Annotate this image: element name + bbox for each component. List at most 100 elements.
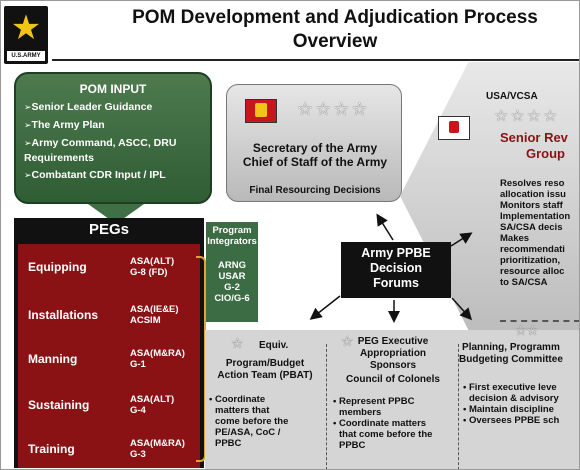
peg-owner-2: G-4	[130, 405, 146, 416]
pbat-bullets: • Coordinate matters that come before th…	[209, 394, 288, 449]
pbat-line: PPBC	[215, 438, 242, 449]
peg-exec-heading-4: Council of Colonels	[346, 374, 440, 385]
peg-exec-line: • Represent PPBC	[333, 396, 415, 407]
logo-caption: U.S.ARMY	[7, 51, 45, 61]
peg-owner-1: ASA(ALT)	[130, 256, 175, 267]
one-star-icon: ☆	[231, 336, 244, 352]
srg-heading-1: Senior Rev	[500, 130, 568, 145]
header-divider	[52, 59, 580, 61]
forums-panel: ☆ Equiv. Program/Budget Action Team (PBA…	[205, 324, 580, 470]
pi-heading-2: Integrators	[207, 236, 257, 247]
program-integrators-heading: Program Integrators	[206, 225, 258, 247]
pom-input-item: Army Command, ASCC, DRU Requirements	[24, 136, 210, 165]
peg-exec-line: that come before the	[339, 429, 433, 440]
pbat-tag: Equiv.	[259, 340, 289, 351]
peg-row-sustaining: Sustaining ASA(ALT) G-4	[18, 386, 200, 426]
pom-input-box: POM INPUT Senior Leader Guidance The Arm…	[14, 72, 212, 204]
peg-owner-1: ASA(ALT)	[130, 394, 175, 405]
pi-member: CIO/G-6	[214, 293, 250, 304]
pom-input-item: Combatant CDR Input / IPL	[24, 168, 210, 183]
ppbc-line: • Oversees PPBE sch	[463, 415, 560, 426]
pbat-line: matters that	[215, 405, 270, 416]
pi-member: USAR	[218, 271, 246, 282]
pbat-line: PE/ASA, CoC /	[215, 427, 281, 438]
pegs-heading: PEGs	[88, 221, 130, 238]
peg-owner-1: ASA(IE&E)	[130, 304, 179, 315]
peg-exec-heading-2: Appropriation	[359, 348, 427, 359]
srg-line: to SA/CSA	[500, 277, 548, 288]
peg-exec-heading: PEG Executive Appropriation Sponsors Cou…	[329, 336, 457, 386]
peg-exec-line: • Coordinate matters	[333, 418, 427, 429]
army-star-icon: ★	[10, 8, 42, 48]
pom-input-item: Senior Leader Guidance	[24, 100, 210, 115]
peg-name: Training	[28, 442, 75, 456]
pbat-line: • Coordinate	[209, 394, 266, 405]
pi-member: ARNG	[218, 260, 246, 271]
ppbe-forum-box: Army PPBE Decision Forums	[341, 242, 451, 298]
senior-review-heading: Senior Rev Group	[500, 130, 580, 162]
usa-vcsa-label: USA/VCSA	[486, 91, 538, 102]
peg-name: Sustaining	[28, 398, 90, 412]
peg-row-installations: Installations ASA(IE&E) ACSIM	[18, 296, 200, 336]
srg-line: resource alloc	[500, 266, 565, 277]
page-title: POM Development and Adjudication Process…	[90, 6, 580, 54]
us-army-logo: ★ U.S.ARMY	[4, 6, 48, 64]
peg-owner-2: G-1	[130, 359, 146, 370]
secretary-title: Secretary of the Army Chief of Staff of …	[231, 141, 399, 169]
peg-exec-heading-1: PEG Executive	[357, 336, 429, 347]
pom-input-list: Senior Leader Guidance The Army Plan Arm…	[24, 100, 210, 186]
pom-input-heading: POM INPUT	[79, 82, 147, 96]
peg-name: Equipping	[28, 260, 87, 274]
peg-row-manning: Manning ASA(M&RA) G-1	[18, 340, 200, 380]
peg-exec-column: ☆ PEG Executive Appropriation Sponsors C…	[329, 330, 457, 470]
srg-line: prioritization,	[500, 255, 561, 266]
peg-owner-2: G-3	[130, 449, 146, 460]
ppbc-line: decision & advisory	[469, 393, 559, 404]
peg-row-equipping: Equipping ASA(ALT) G-8 (FD)	[18, 250, 200, 290]
srg-line: Monitors staff	[500, 200, 563, 211]
ppbc-line: • Maintain discipline	[463, 404, 554, 415]
four-star-icon: ☆☆☆☆	[297, 99, 370, 120]
peg-name: Manning	[28, 352, 78, 366]
pegs-list: Equipping ASA(ALT) G-8 (FD) Installation…	[18, 244, 200, 468]
srg-line: Makes	[500, 233, 530, 244]
arrow-to-secretary	[376, 213, 394, 241]
pegs-panel: PEGs Equipping ASA(ALT) G-8 (FD) Install…	[14, 218, 204, 468]
srg-line: allocation issu	[500, 189, 566, 200]
peg-exec-line: members	[339, 407, 382, 418]
secretary-line-2: Chief of Staff of the Army	[242, 155, 388, 169]
pi-member: G-2	[224, 282, 240, 293]
ppbe-line-2: Decision	[369, 261, 423, 275]
usa-flag-icon	[438, 116, 470, 140]
title-line-1: POM Development and Adjudication Process	[132, 7, 538, 28]
ppbc-heading: Planning, Programm Budgeting Committee	[459, 342, 563, 366]
ppbe-line-1: Army PPBE	[361, 246, 431, 260]
srg-line: recommendati	[500, 244, 565, 255]
pbat-column: ☆ Equiv. Program/Budget Action Team (PBA…	[205, 330, 325, 470]
srg-heading-2: Group	[526, 146, 565, 161]
peg-exec-bullets: • Represent PPBC members • Coordinate ma…	[333, 396, 432, 451]
pbat-heading-1: Program/Budget	[225, 358, 305, 369]
srg-line: Resolves reso	[500, 178, 565, 189]
secretary-box: ☆☆☆☆ Secretary of the Army Chief of Staf…	[226, 84, 402, 202]
pbat-line: come before the	[215, 416, 289, 427]
secretary-footer: Final Resourcing Decisions	[249, 185, 381, 196]
two-star-icon: ☆☆	[515, 324, 539, 339]
ppbc-column: ☆☆ Planning, Programm Budgeting Committe…	[459, 324, 580, 470]
peg-owner-1: ASA(M&RA)	[130, 348, 185, 359]
peg-row-training: Training ASA(M&RA) G-3	[18, 430, 200, 468]
peg-owner-2: ACSIM	[130, 315, 161, 326]
header	[0, 0, 580, 60]
srg-line: SA/CSA decis	[500, 222, 563, 233]
secretary-line-1: Secretary of the Army	[252, 141, 378, 155]
peg-owner-1: ASA(M&RA)	[130, 438, 185, 449]
pi-heading-1: Program	[212, 225, 252, 236]
peg-owner-2: G-8 (FD)	[130, 267, 168, 278]
ppbc-heading-1: Planning, Programm	[462, 342, 560, 353]
ppbc-heading-2: Budgeting Committee	[459, 354, 563, 365]
column-separator	[326, 344, 327, 470]
pbat-heading-2: Action Team (PBAT)	[217, 370, 313, 381]
column-separator	[458, 344, 459, 470]
program-integrators-box: Program Integrators ARNG USAR G-2 CIO/G-…	[206, 222, 258, 322]
